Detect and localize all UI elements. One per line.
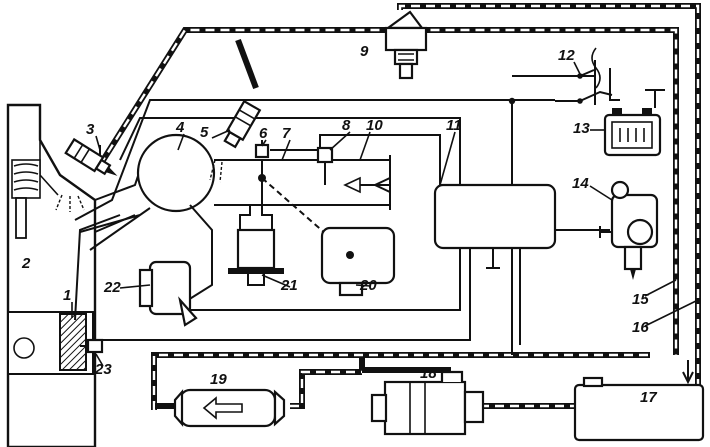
label-13: 13 [573,120,590,137]
label-1: 1 [63,287,71,304]
label-15: 15 [632,291,649,308]
pressure-regulator-9 [384,10,428,80]
fuel-tank-17 [573,360,705,442]
label-22: 22 [103,279,121,296]
label-18: 18 [420,365,437,382]
intake-duct-10 [343,176,391,194]
label-6: 6 [259,125,268,142]
label-21: 21 [280,277,298,294]
label-8: 8 [342,117,351,134]
throttle-sensor-20 [320,226,396,297]
component-labels: 1 2 3 4 5 6 7 8 9 10 11 12 13 14 15 16 1… [21,43,657,406]
fuel-filter-19 [173,388,286,428]
fuel-line [97,3,701,410]
throttle-switch-6 [254,140,270,159]
pressure-sensor-22 [138,204,213,327]
label-14: 14 [572,175,589,192]
ecu-11 [433,183,557,250]
label-17: 17 [640,389,657,406]
label-10: 10 [366,117,383,134]
label-16: 16 [632,319,649,336]
aux-air-valve-21 [228,205,284,286]
label-7: 7 [282,125,291,142]
relay-12 [555,60,596,105]
label-9: 9 [360,43,369,60]
wiring [74,47,665,355]
label-4: 4 [175,119,185,136]
coolant-sensor-23 [80,338,104,354]
battery-13 [603,108,662,157]
air-temperature-sensor-8 [316,146,334,185]
label-2: 2 [21,255,31,272]
label-3: 3 [86,121,95,138]
engine-block [6,103,97,447]
label-19: 19 [210,371,227,388]
leader-lines [71,61,699,367]
label-11: 11 [446,117,462,134]
intake-plenum [79,133,391,251]
throttle-7 [258,160,351,256]
distributor-14 [599,180,659,280]
label-12: 12 [558,47,575,64]
injector-5 [223,99,262,149]
fuel-pump-18 [370,370,485,436]
label-5: 5 [200,124,209,141]
injector-3 [64,137,118,176]
label-23: 23 [94,361,112,378]
